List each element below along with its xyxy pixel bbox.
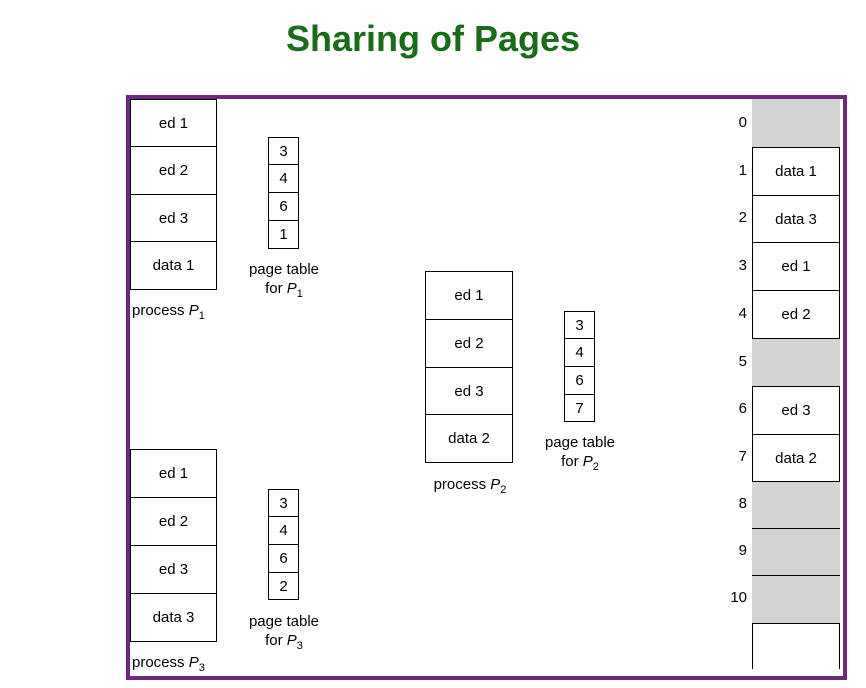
pt3-caption-prefix: for [265, 632, 287, 649]
p2-page-2: ed 3 [425, 367, 513, 415]
p2-label-sub: 2 [500, 484, 507, 496]
frame-number-2: 2 [738, 209, 747, 226]
p2-label-var: P [490, 476, 501, 493]
p1-page-2: ed 3 [130, 194, 217, 242]
p2-page-3: data 2 [425, 414, 513, 463]
pt3-caption-line2: for P3 [236, 631, 332, 656]
pt2-caption-prefix: for [561, 453, 583, 470]
pt2-entry-0: 3 [564, 311, 595, 339]
p3-page-2: ed 3 [130, 545, 217, 594]
p1-page-3: data 1 [130, 241, 217, 290]
frame-0 [752, 99, 840, 147]
p3-label-sub: 3 [198, 662, 205, 674]
p2-label-prefix: process [433, 476, 491, 493]
frame-number-9: 9 [738, 542, 747, 559]
p1-label: process P1 [132, 301, 205, 326]
frame-8 [752, 481, 840, 528]
frame-7: data 2 [752, 434, 840, 481]
pt2-entry-1: 4 [564, 338, 595, 367]
frame-number-6: 6 [738, 400, 747, 417]
frame-1: data 1 [752, 147, 840, 195]
p1-label-var: P [188, 302, 199, 319]
p3-page-0: ed 1 [130, 449, 217, 498]
pt3-caption-line1: page table [248, 613, 320, 630]
pt2-caption-line1: page table [544, 434, 616, 451]
p3-page-3: data 3 [130, 593, 217, 642]
pt3-entry-1: 4 [268, 516, 299, 545]
frame-2: data 3 [752, 195, 840, 242]
pt3-caption: page table for P3 [236, 612, 332, 656]
frame-10 [752, 575, 840, 623]
p1-page-1: ed 2 [130, 146, 217, 195]
p1-label-prefix: process [132, 302, 189, 319]
pt3-entry-0: 3 [268, 489, 299, 517]
pt1-caption-var: P [286, 280, 297, 297]
pt2-caption: page table for P2 [532, 433, 628, 477]
pt2-entry-3: 7 [564, 394, 595, 422]
frame-number-10: 10 [730, 589, 747, 606]
pt2-caption-var: P [582, 453, 593, 470]
frame-number-0: 0 [738, 114, 747, 131]
pt3-caption-sub: 3 [296, 640, 303, 652]
pt1-entry-1: 4 [268, 164, 299, 193]
pt1-entry-0: 3 [268, 137, 299, 165]
p1-label-sub: 1 [198, 310, 205, 322]
page-title: Sharing of Pages [285, 18, 581, 59]
pt1-caption-prefix: for [265, 280, 287, 297]
pt1-caption-line1: page table [248, 261, 320, 278]
frame-number-7: 7 [738, 448, 747, 465]
pt2-caption-sub: 2 [592, 461, 599, 473]
pt1-caption-line2: for P1 [236, 279, 332, 304]
frame-number-4: 4 [738, 305, 747, 322]
frame-number-1: 1 [738, 162, 747, 179]
p2-page-0: ed 1 [425, 271, 513, 320]
p3-label: process P3 [132, 653, 205, 678]
frame-bottom-line [752, 623, 840, 624]
frame-4: ed 2 [752, 290, 840, 338]
pt3-caption-var: P [286, 632, 297, 649]
frame-number-8: 8 [738, 495, 747, 512]
p2-page-1: ed 2 [425, 319, 513, 368]
frame-number-5: 5 [738, 353, 747, 370]
p1-page-0: ed 1 [130, 99, 217, 147]
frame-number-3: 3 [738, 257, 747, 274]
pt1-caption-sub: 1 [296, 288, 303, 300]
pt1-caption: page table for P1 [236, 260, 332, 304]
pt1-entry-3: 1 [268, 220, 299, 249]
frame-6: ed 3 [752, 386, 840, 434]
p3-label-prefix: process [132, 654, 189, 671]
pt3-entry-3: 2 [268, 572, 299, 600]
p3-label-var: P [188, 654, 199, 671]
pt1-entry-2: 6 [268, 192, 299, 221]
p2-label: process P2 [420, 475, 520, 500]
pt2-caption-line2: for P2 [532, 452, 628, 477]
p3-page-1: ed 2 [130, 497, 217, 546]
frame-3: ed 1 [752, 242, 840, 290]
frame-9 [752, 528, 840, 575]
pt3-entry-2: 6 [268, 544, 299, 573]
frame-5 [752, 338, 840, 386]
pt2-entry-2: 6 [564, 366, 595, 395]
